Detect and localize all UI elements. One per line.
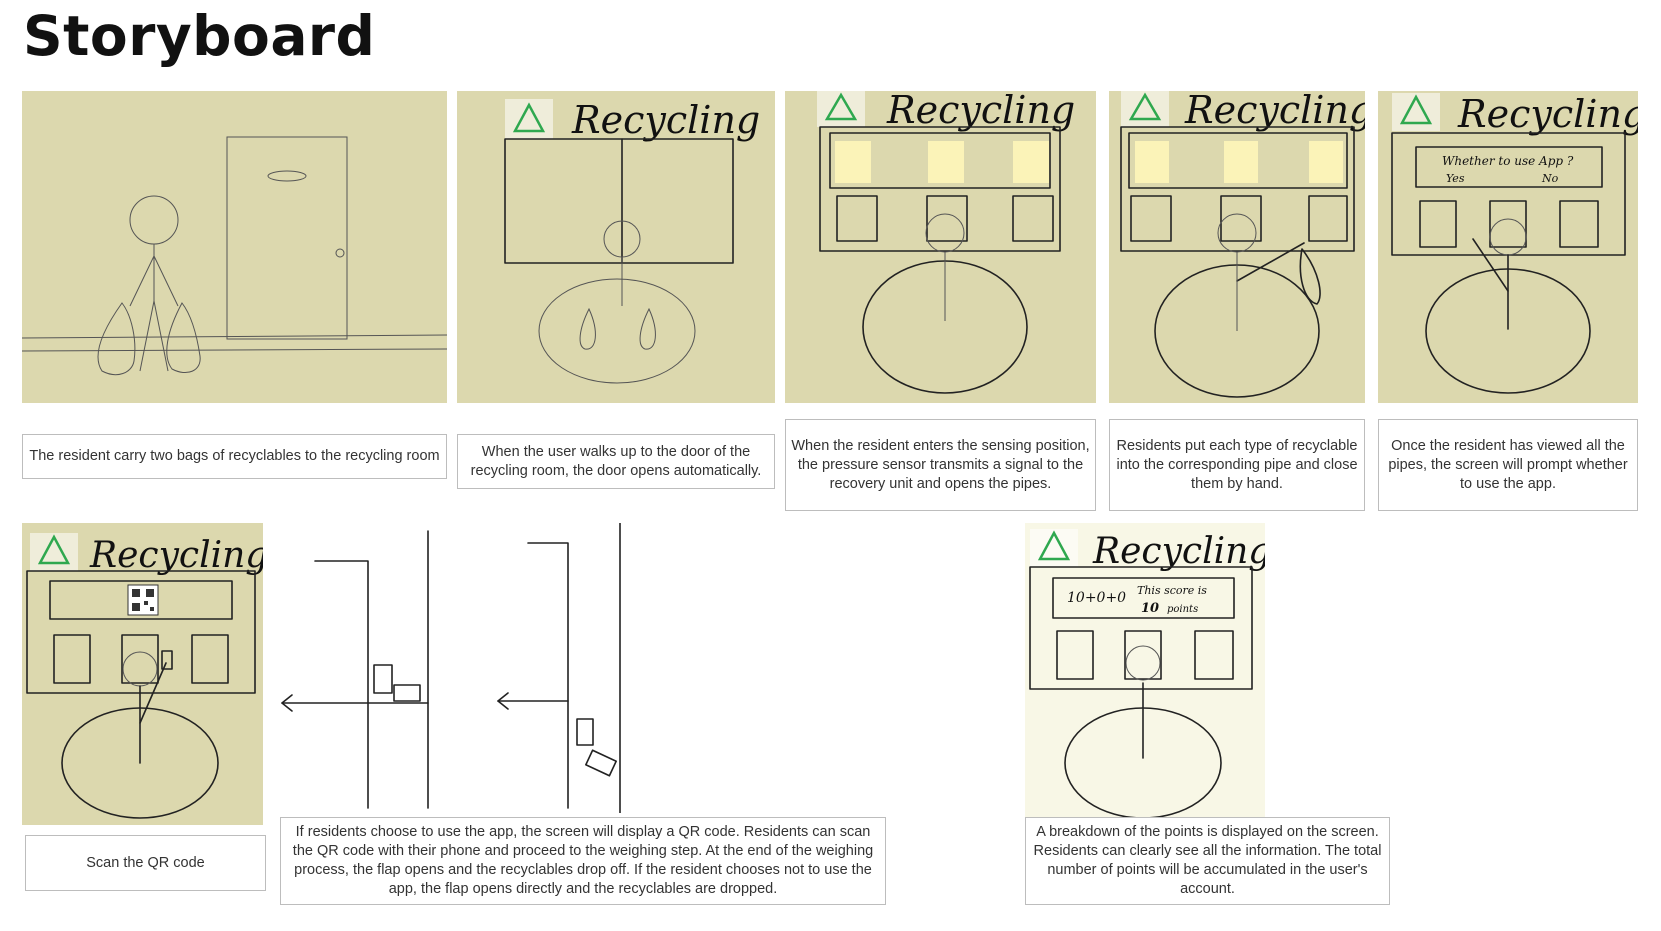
storyboard-panel-1 — [22, 91, 447, 403]
recycling-brand-text: Recycling — [1092, 531, 1265, 572]
scene-2-caption: When the user walks up to the door of th… — [457, 434, 775, 489]
storyboard-panel-5: Recycling Whether to use App ? Yes No — [1378, 91, 1638, 403]
svg-text:10: 10 — [1141, 601, 1159, 616]
can-icon — [835, 141, 871, 183]
svg-text:Whether to use App ?: Whether to use App ? — [1442, 154, 1574, 168]
bottle-icon — [928, 141, 964, 183]
storyboard-panel-4: Recycling — [1109, 91, 1365, 403]
page-title: Storyboard — [23, 4, 376, 68]
can-icon — [585, 749, 617, 777]
scene-1-caption: The resident carry two bags of recyclabl… — [22, 434, 447, 479]
recycling-brand-text: Recycling — [571, 98, 760, 142]
scene-7-caption: If residents choose to use the app, the … — [280, 817, 886, 905]
storyboard-panel-3: Recycling — [785, 91, 1096, 403]
sketch-flap-mechanism — [281, 523, 621, 813]
svg-text:10+0+0: 10+0+0 — [1067, 590, 1126, 606]
recycling-brand-text: Recycling — [89, 535, 263, 576]
storyboard-panel-6: Recycling — [22, 523, 263, 825]
points-breakdown-screen — [1052, 577, 1235, 619]
svg-text:Yes: Yes — [1446, 172, 1465, 185]
can-icon — [576, 718, 594, 746]
recycling-brand-text: Recycling — [886, 91, 1075, 132]
scene-4-caption: Residents put each type of recyclable in… — [1109, 419, 1365, 511]
scene-8-caption: A breakdown of the points is displayed o… — [1025, 817, 1390, 905]
storyboard-panel-7 — [270, 523, 630, 813]
svg-text:points: points — [1167, 604, 1198, 615]
can-icon — [373, 664, 393, 694]
storyboard-panel-2: Recycling — [457, 91, 775, 403]
svg-text:No: No — [1541, 172, 1559, 185]
app-prompt-screen — [1415, 146, 1603, 188]
scene-3-caption: When the resident enters the sensing pos… — [785, 419, 1096, 511]
sketch-resident-carrying-bags — [22, 136, 447, 376]
svg-text:This score is: This score is — [1137, 584, 1207, 597]
recycling-brand-text: Recycling — [1457, 92, 1638, 136]
paper-stack-icon — [1013, 141, 1049, 183]
phone-icon — [161, 650, 173, 670]
qr-code-icon — [127, 584, 159, 616]
storyboard-panel-8: Recycling 10+0+0 This score is 10 points — [1025, 523, 1265, 817]
can-icon — [393, 684, 421, 702]
recycling-brand-text: Recycling — [1184, 91, 1365, 132]
scene-5-caption: Once the resident has viewed all the pip… — [1378, 419, 1638, 511]
scene-6-caption: Scan the QR code — [25, 835, 266, 891]
